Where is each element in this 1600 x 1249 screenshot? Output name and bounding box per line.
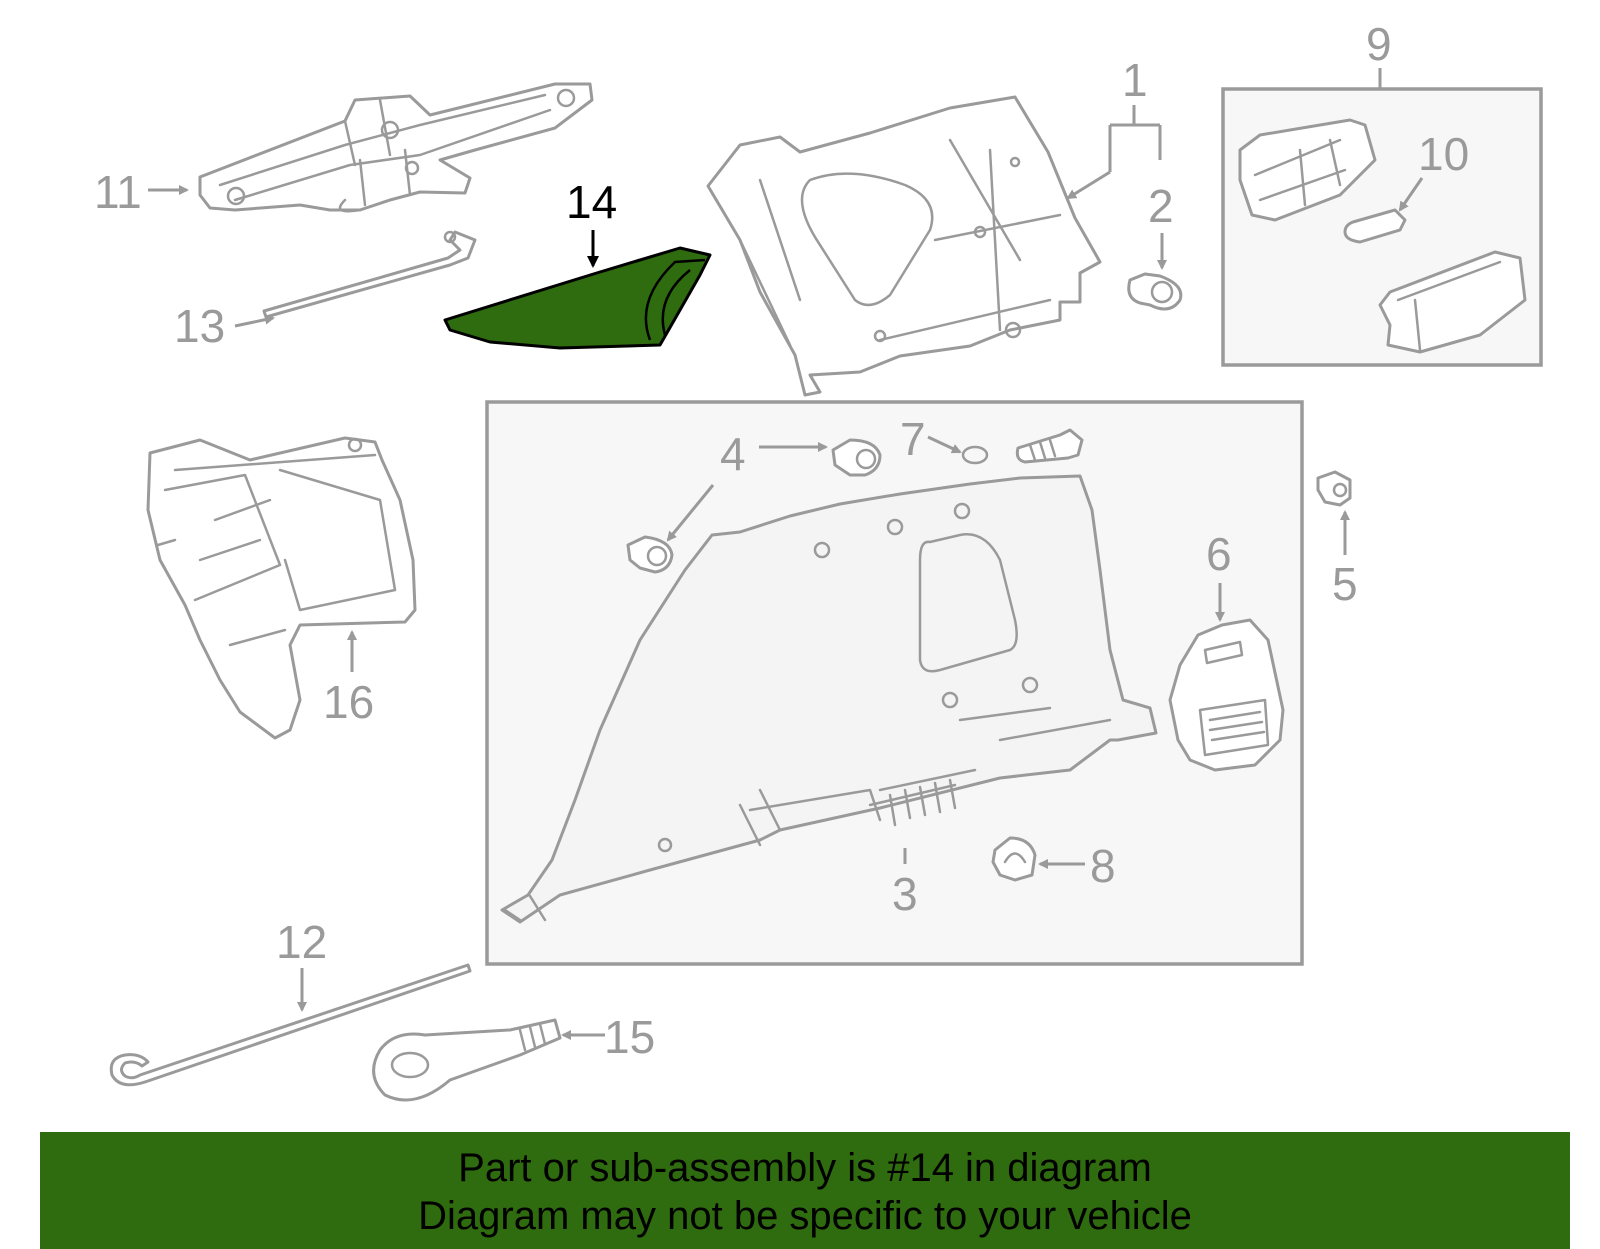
callout-12: 12	[276, 916, 327, 968]
part-14-highlighted	[443, 246, 712, 350]
part-16-bracket	[146, 436, 417, 740]
callout-16: 16	[323, 676, 374, 728]
banner-line-2: Diagram may not be specific to your vehi…	[418, 1194, 1192, 1238]
part-12-rod	[109, 963, 472, 1087]
part-5-clip	[1316, 470, 1352, 507]
part-9-lamp-assembly	[1238, 118, 1377, 222]
callout-10: 10	[1418, 128, 1469, 180]
part-10-bulb	[1343, 208, 1407, 244]
part-1-quarter-panel	[706, 95, 1102, 397]
callout-6: 6	[1206, 528, 1232, 580]
part-7-bolt	[1015, 428, 1084, 464]
callout-7: 7	[900, 413, 926, 465]
callout-2: 2	[1148, 180, 1174, 232]
callout-9: 9	[1366, 18, 1392, 70]
part-13-jack-handle	[262, 230, 477, 319]
part-6-cover	[1168, 618, 1285, 772]
callout-4: 4	[720, 428, 746, 480]
callout-15: 15	[604, 1011, 655, 1063]
part-11-jack	[198, 82, 594, 213]
callout-labels: 1 2 3 4 5 6 7 8 9 10 11 12 13 14 15 16	[94, 18, 1469, 1063]
callout-13: 13	[174, 300, 225, 352]
part-15-tow-eye	[372, 1018, 562, 1102]
callout-14: 14	[566, 176, 617, 228]
callout-1: 1	[1122, 54, 1148, 106]
part-3-lower-trim	[500, 474, 1158, 924]
info-banner: Part or sub-assembly is #14 in diagram D…	[40, 1132, 1570, 1249]
callout-8: 8	[1090, 840, 1116, 892]
part-9-lamp-lens	[1378, 250, 1527, 354]
leader-lines	[148, 68, 1424, 1040]
part-2-clip	[1127, 272, 1183, 311]
banner-line-1: Part or sub-assembly is #14 in diagram	[458, 1146, 1152, 1190]
part-8-clip	[991, 836, 1037, 882]
callout-11: 11	[94, 166, 142, 218]
callout-3: 3	[892, 868, 918, 920]
part-14-shape	[443, 246, 712, 350]
part-4-clip-lower	[626, 535, 674, 574]
part-7-washer	[961, 445, 989, 465]
callout-5: 5	[1332, 558, 1358, 610]
part-4-clip-upper	[831, 438, 882, 477]
